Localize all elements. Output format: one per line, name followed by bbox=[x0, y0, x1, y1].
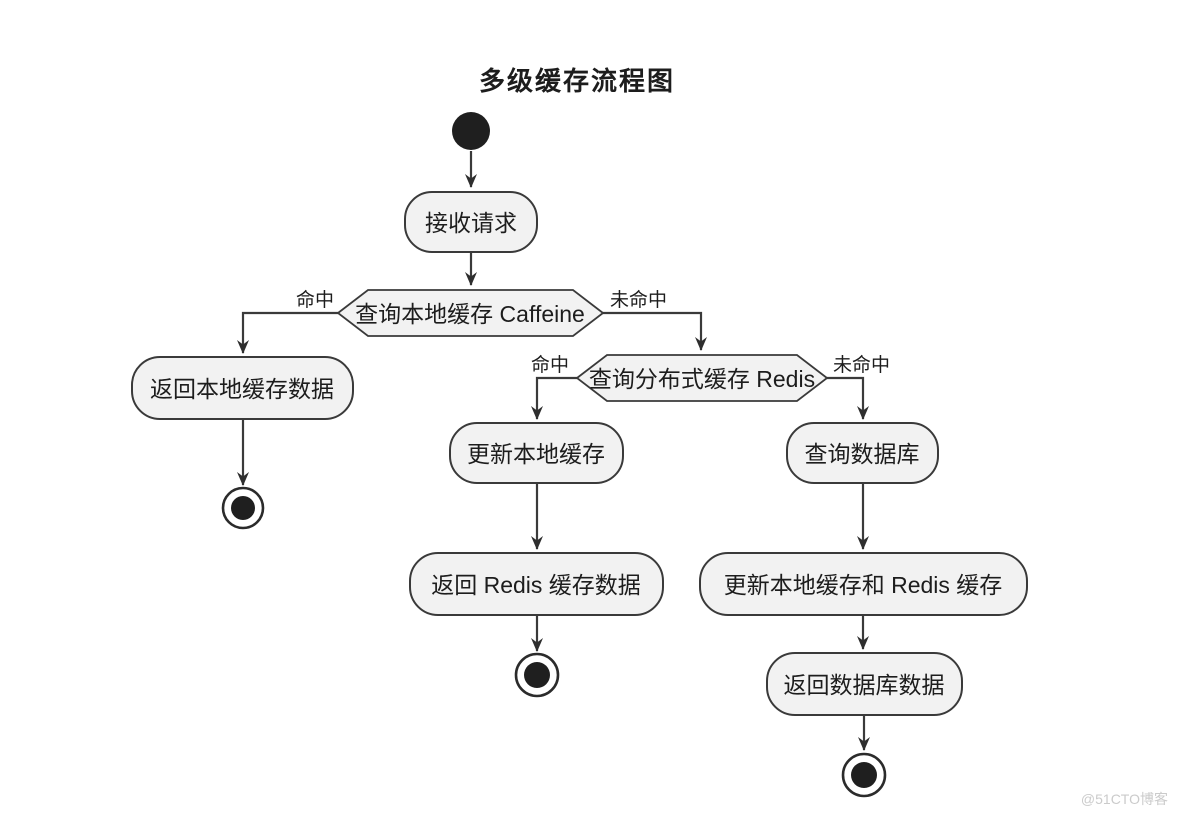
node-query-database-label: 查询数据库 bbox=[805, 441, 920, 467]
edge-local-miss bbox=[603, 311, 707, 351]
edge-redis-hit bbox=[531, 376, 577, 420]
node-receive-request: 接收请求 bbox=[404, 191, 538, 253]
end-node-local bbox=[221, 486, 265, 530]
edge-label-local-miss: 未命中 bbox=[610, 289, 667, 311]
node-check-redis-cache-shape bbox=[575, 354, 829, 402]
start-node bbox=[452, 112, 490, 150]
end-node-database-dot bbox=[851, 762, 877, 788]
node-return-redis-data-shape bbox=[409, 552, 664, 616]
node-check-local-cache-label: 查询本地缓存 Caffeine bbox=[355, 301, 585, 327]
edge-label-redis-hit: 命中 bbox=[531, 354, 569, 376]
edge-group bbox=[237, 151, 870, 751]
end-node-database bbox=[841, 752, 887, 798]
end-node-local-dot bbox=[231, 496, 255, 520]
node-return-redis-data: 返回 Redis 缓存数据 bbox=[409, 552, 664, 616]
node-query-database: 查询数据库 bbox=[786, 422, 939, 484]
node-update-both-caches-shape bbox=[699, 552, 1028, 616]
end-node-redis-dot bbox=[524, 662, 550, 688]
node-return-database-data: 返回数据库数据 bbox=[766, 652, 963, 716]
node-check-local-cache: 查询本地缓存 Caffeine bbox=[336, 289, 605, 337]
node-return-database-data-label: 返回数据库数据 bbox=[784, 672, 945, 698]
edge-redis-miss bbox=[827, 376, 869, 420]
node-return-local-cache-shape bbox=[131, 356, 354, 420]
node-check-redis-cache: 查询分布式缓存 Redis bbox=[575, 354, 829, 402]
node-update-local-cache-label: 更新本地缓存 bbox=[467, 441, 605, 467]
node-update-local-cache: 更新本地缓存 bbox=[449, 422, 624, 484]
node-return-database-data-shape bbox=[766, 652, 963, 716]
node-check-local-cache-shape bbox=[336, 289, 605, 337]
edge-label-redis-miss: 未命中 bbox=[833, 354, 890, 376]
edge-label-local-hit: 命中 bbox=[296, 289, 334, 311]
edge-label-group: 命中 未命中 命中 未命中 bbox=[296, 289, 890, 376]
node-check-redis-cache-label: 查询分布式缓存 Redis bbox=[589, 366, 815, 392]
node-receive-request-label: 接收请求 bbox=[425, 210, 517, 236]
node-update-both-caches-label: 更新本地缓存和 Redis 缓存 bbox=[724, 572, 1003, 598]
node-update-local-cache-shape bbox=[449, 422, 624, 484]
node-return-redis-data-label: 返回 Redis 缓存数据 bbox=[431, 572, 641, 598]
edge-local-hit bbox=[237, 311, 338, 354]
node-receive-request-shape bbox=[404, 191, 538, 253]
end-node-redis bbox=[514, 652, 560, 698]
node-query-database-shape bbox=[786, 422, 939, 484]
watermark-text: @51CTO博客 bbox=[1081, 791, 1168, 807]
node-return-local-cache-label: 返回本地缓存数据 bbox=[150, 376, 334, 402]
page-title: 多级缓存流程图 bbox=[479, 66, 675, 96]
node-return-local-cache: 返回本地缓存数据 bbox=[131, 356, 354, 420]
node-update-both-caches: 更新本地缓存和 Redis 缓存 bbox=[699, 552, 1028, 616]
